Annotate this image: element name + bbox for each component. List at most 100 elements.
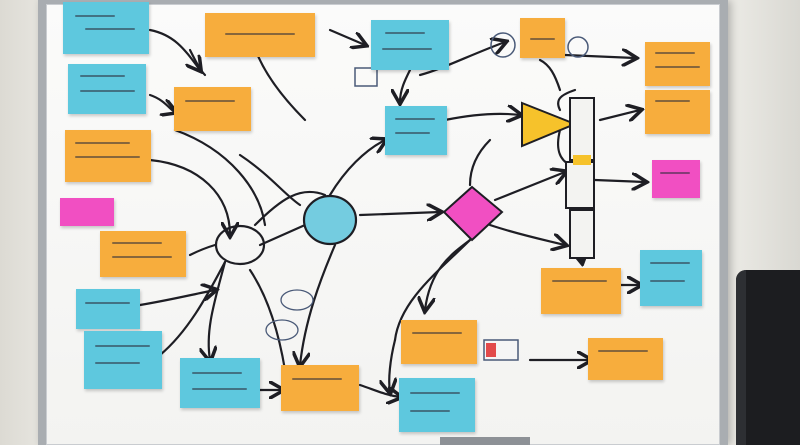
arrow-line <box>173 128 267 227</box>
arrow-line <box>418 42 505 77</box>
arrow-line <box>300 243 337 365</box>
decision-diamond <box>442 185 504 242</box>
arrow-line <box>358 383 400 397</box>
process-rect-top <box>569 97 595 161</box>
hub-circle-left <box>214 224 266 266</box>
handwriting-scribble <box>85 28 135 30</box>
sticky-note-orange <box>174 87 251 131</box>
arrow-line <box>493 172 565 202</box>
arrow-line <box>598 110 640 120</box>
sticky-note-orange <box>205 13 315 57</box>
sticky-note-blue <box>84 331 162 389</box>
handwriting-scribble <box>655 52 695 54</box>
handwriting-scribble <box>598 350 648 352</box>
handwriting-scribble <box>192 388 247 390</box>
arrow-line <box>557 88 577 112</box>
sticky-note-blue <box>640 250 702 306</box>
arrow-line <box>148 158 230 235</box>
handwriting-scribble <box>225 33 295 35</box>
arrow-line <box>328 140 385 197</box>
sticky-note-pink <box>652 160 700 198</box>
arrow-line <box>425 238 472 310</box>
handwriting-scribble <box>185 100 235 102</box>
arrow-line <box>563 55 635 58</box>
handwriting-scribble <box>655 66 700 68</box>
sticky-note-blue <box>180 358 260 408</box>
arrow-line <box>138 290 215 307</box>
handwriting-scribble <box>395 132 430 134</box>
sticky-note-blue <box>385 106 447 155</box>
office-chair <box>736 270 800 445</box>
arrow-line <box>188 243 217 257</box>
sticky-note-orange <box>645 90 710 134</box>
arrow-line <box>238 153 302 207</box>
arrow-line <box>188 48 207 77</box>
handwriting-scribble <box>410 392 460 394</box>
sticky-note-orange <box>401 320 477 364</box>
handwriting-scribble <box>395 118 435 120</box>
handwriting-scribble <box>95 362 140 364</box>
handwriting-scribble <box>530 38 555 40</box>
handwriting-scribble <box>192 372 242 374</box>
sticky-note-orange <box>645 42 710 86</box>
arrow-line <box>443 114 520 120</box>
arrow-line <box>158 260 227 357</box>
handwriting-scribble <box>410 410 450 412</box>
sticky-note-blue <box>399 378 475 432</box>
sticky-note-orange <box>281 365 359 411</box>
arrow-line <box>258 223 307 247</box>
sketch-box-red <box>486 343 496 357</box>
handwriting-scribble <box>75 142 130 144</box>
handwriting-scribble <box>85 302 130 304</box>
handwriting-scribble <box>75 15 115 17</box>
sticky-note-blue <box>68 64 146 114</box>
handwriting-scribble <box>80 90 135 92</box>
arrow-line <box>328 28 365 45</box>
handwriting-scribble <box>650 262 690 264</box>
arrow-line <box>393 238 472 342</box>
arrow-line <box>148 28 200 70</box>
handwriting-scribble <box>382 48 432 50</box>
sketch-circle <box>567 36 589 58</box>
hub-circle-blue <box>302 194 358 246</box>
arrow-line <box>148 93 175 112</box>
yellow-triangle <box>521 101 578 148</box>
handwriting-scribble <box>552 280 607 282</box>
sketch-box <box>354 67 378 87</box>
yellow-tab <box>573 155 591 165</box>
marker-tray <box>440 437 530 445</box>
sketch-circle <box>490 32 516 58</box>
handwriting-scribble <box>650 280 685 282</box>
arrow-line <box>209 260 227 360</box>
handwriting-scribble <box>75 156 140 158</box>
process-rect-bottom <box>569 209 595 259</box>
handwriting-scribble <box>112 242 162 244</box>
arrow-line <box>593 180 645 182</box>
sketch-ellipse <box>280 289 314 311</box>
arrow-line <box>358 212 440 215</box>
process-rect-mid <box>565 161 595 209</box>
sketch-ellipse <box>265 319 299 341</box>
handwriting-scribble <box>385 32 425 34</box>
handwriting-scribble <box>292 378 342 380</box>
arrow-line <box>468 138 492 187</box>
arrow-line <box>400 68 412 102</box>
handwriting-scribble <box>80 75 125 77</box>
handwriting-scribble <box>412 332 462 334</box>
sticky-note-orange <box>541 268 621 314</box>
arrow-line <box>488 223 565 245</box>
handwriting-scribble <box>95 345 150 347</box>
sticky-note-pink <box>60 198 114 226</box>
arrow-line <box>389 338 395 392</box>
arrow-line <box>248 268 287 372</box>
handwriting-scribble <box>112 256 172 258</box>
sticky-note-blue <box>76 289 140 329</box>
arrow-line <box>556 128 572 167</box>
sticky-note-orange <box>100 231 186 277</box>
handwriting-scribble <box>660 172 690 174</box>
sticky-note-orange <box>588 338 663 380</box>
arrow-line <box>538 58 562 92</box>
handwriting-scribble <box>655 100 690 102</box>
office-chair-edge <box>736 270 746 445</box>
